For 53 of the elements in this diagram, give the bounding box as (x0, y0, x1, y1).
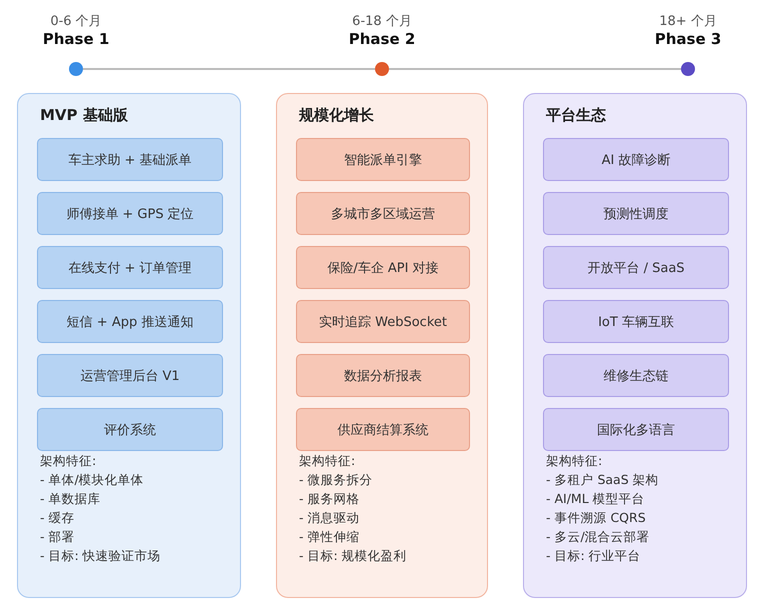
timeline-dot (375, 62, 389, 76)
phase-label: Phase 1 (42, 30, 110, 48)
timeline-dot (681, 62, 695, 76)
phase-label: Phase 3 (654, 30, 722, 48)
feature-box: 智能派单引擎 (296, 138, 470, 181)
note-text: - 多云/混合云部署 (546, 529, 650, 546)
feature-box: 评价系统 (37, 408, 223, 451)
note-text: - 弹性伸缩 (299, 529, 360, 546)
feature-box: 师傅接单 + GPS 定位 (37, 192, 223, 235)
feature-box: 供应商结算系统 (296, 408, 470, 451)
note-text: 架构特征: (40, 453, 96, 470)
duration-label: 18+ 个月 (659, 13, 717, 30)
timeline-line (389, 68, 681, 70)
feature-box: 保险/车企 API 对接 (296, 246, 470, 289)
note-text: - 微服务拆分 (299, 472, 372, 489)
feature-box: 在线支付 + 订单管理 (37, 246, 223, 289)
duration-label: 0-6 个月 (50, 13, 102, 30)
feature-box: 开放平台 / SaaS (543, 246, 729, 289)
note-text: - 目标: 行业平台 (546, 548, 641, 565)
feature-box: 维修生态链 (543, 354, 729, 397)
note-text: - 单体/模块化单体 (40, 472, 144, 489)
timeline-dot (69, 62, 83, 76)
note-text: - 单数据库 (40, 491, 100, 508)
feature-box: 国际化多语言 (543, 408, 729, 451)
panel-title: 平台生态 (546, 106, 606, 125)
note-text: - 服务网格 (299, 491, 360, 508)
phase-panel (17, 93, 241, 598)
feature-box: 短信 + App 推送通知 (37, 300, 223, 343)
feature-box: 多城市多区域运营 (296, 192, 470, 235)
note-text: 架构特征: (299, 453, 356, 470)
note-text: - 事件溯源 CQRS (546, 510, 646, 527)
feature-box: 数据分析报表 (296, 354, 470, 397)
note-text: - 多租户 SaaS 架构 (546, 472, 659, 489)
phase-panel (523, 93, 747, 598)
feature-box: 实时追踪 WebSocket (296, 300, 470, 343)
duration-label: 6-18 个月 (352, 13, 412, 30)
panel-title: MVP 基础版 (40, 106, 128, 125)
note-text: - 缓存 (40, 510, 74, 527)
feature-box: AI 故障诊断 (543, 138, 729, 181)
note-text: - 目标: 规模化盈利 (299, 548, 407, 565)
note-text: - 目标: 快速验证市场 (40, 548, 161, 565)
note-text: - 部署 (40, 529, 74, 546)
timeline-line (83, 68, 375, 70)
feature-box: IoT 车辆互联 (543, 300, 729, 343)
feature-box: 预测性调度 (543, 192, 729, 235)
phase-label: Phase 2 (348, 30, 416, 48)
phase-panel (276, 93, 488, 598)
feature-box: 车主求助 + 基础派单 (37, 138, 223, 181)
note-text: - AI/ML 模型平台 (546, 491, 645, 508)
panel-title: 规模化增长 (299, 106, 374, 125)
note-text: 架构特征: (546, 453, 602, 470)
feature-box: 运营管理后台 V1 (37, 354, 223, 397)
note-text: - 消息驱动 (299, 510, 360, 527)
